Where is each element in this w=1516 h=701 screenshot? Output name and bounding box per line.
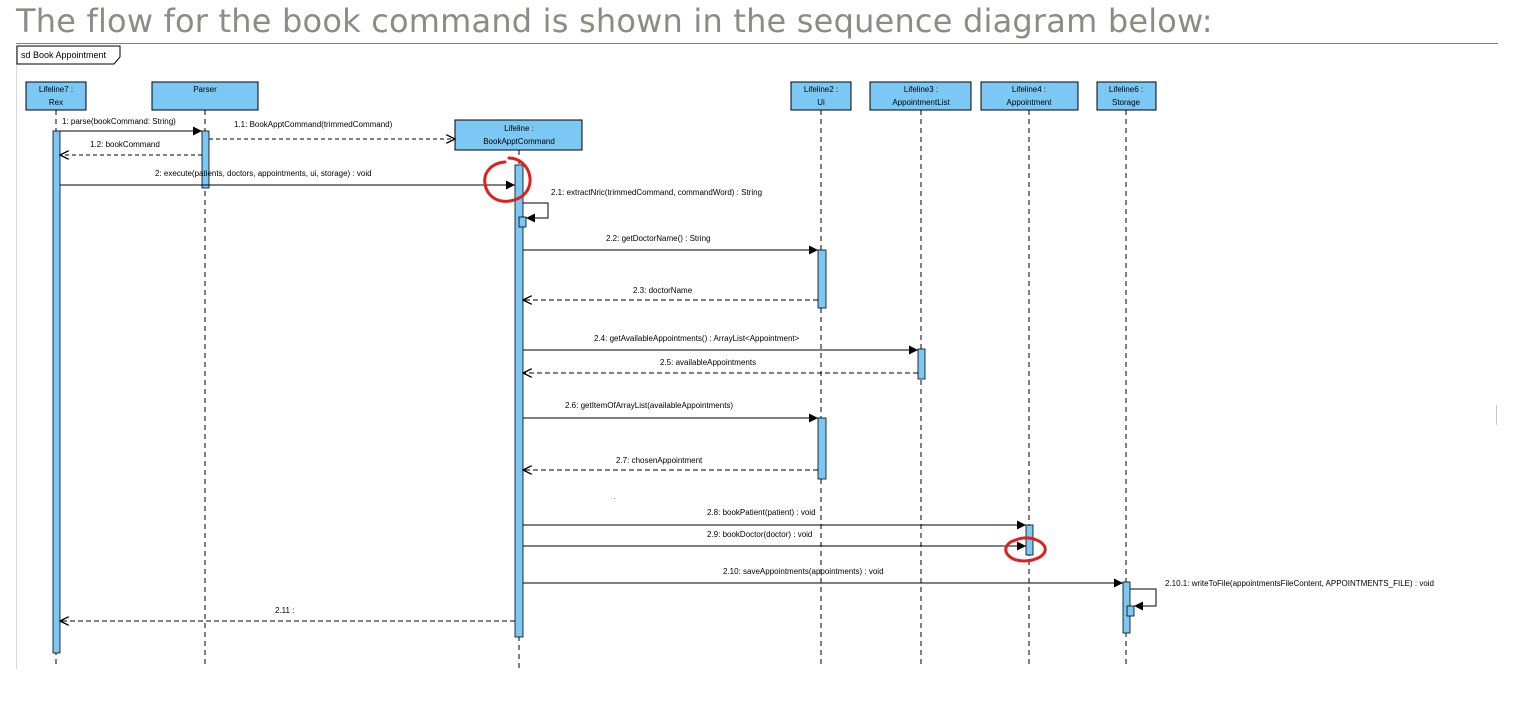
message-label: 2.4: getAvailableAppointments() : ArrayL… [594, 334, 800, 343]
lifeline-box-title: Lifeline3 : [904, 85, 938, 94]
message-2-11: 2.11 : [60, 606, 515, 621]
message-label: 1.1: BookApptCommand(trimmedCommand) [234, 120, 393, 129]
message-label: 2: execute(patients, doctors, appointmen… [155, 169, 372, 178]
lifeline-box-storage: Lifeline6 : Storage [1096, 81, 1157, 111]
lifeline-boxes: Lifeline7 : Rex Parser Lifeline : BookAp… [25, 81, 1157, 151]
message-label: 2.6: getItemOfArrayList(availableAppoint… [565, 401, 733, 410]
message-2-5: 2.5: availableAppointments [523, 358, 918, 373]
lifeline-box-appt: Lifeline4 : Appointment [980, 81, 1079, 111]
message-label: 2.5: availableAppointments [660, 358, 756, 367]
message-1: 1: parse(bookCommand: String) [60, 117, 202, 136]
message-label: 2.2: getDoctorName() : String [606, 234, 710, 243]
activation-bar-storage-self [1126, 605, 1135, 617]
stray-marks [614, 405, 1497, 499]
stray-tick [1496, 405, 1497, 425]
lifeline-box-title: Parser [193, 85, 217, 94]
highlight-circle-execute [483, 156, 532, 203]
activation-bar-cmd-self [518, 216, 527, 228]
lifeline-box-name: Storage [1112, 98, 1141, 107]
page-heading: The flow for the book command is shown i… [16, 2, 1213, 40]
frame-label: sd Book Appointment [21, 50, 107, 60]
message-2-6: 2.6: getItemOfArrayList(availableAppoint… [523, 401, 818, 423]
message-label: 2.11 : [275, 606, 294, 615]
lifeline-box-name: Ui [817, 98, 825, 107]
message-2-10-1: 2.10.1: writeToFile(appointmentsFileCont… [1130, 579, 1434, 611]
activation-bars [52, 130, 1135, 654]
lifeline-box-name: AppointmentList [892, 98, 950, 107]
frame-tab: sd Book Appointment [16, 45, 121, 65]
highlight-annotations [483, 156, 1047, 563]
activation-bar-parser [201, 130, 210, 189]
message-label: 2.1: extractNric(trimmedCommand, command… [551, 188, 762, 197]
message-1-1: 1.1: BookApptCommand(trimmedCommand) [209, 120, 455, 139]
message-2-3: 2.3: doctorName [523, 286, 818, 300]
message-label: 2.3: doctorName [633, 286, 693, 295]
message-label: 2.9: bookDoctor(doctor) : void [707, 530, 812, 539]
lifeline-box-title: Lifeline : [504, 124, 534, 133]
message-2: 2: execute(patients, doctors, appointmen… [60, 169, 515, 190]
message-label: 2.10.1: writeToFile(appointmentsFileCont… [1165, 579, 1434, 588]
message-2-1: 2.1: extractNric(trimmedCommand, command… [523, 188, 762, 223]
lifeline-box-rex: Lifeline7 : Rex [25, 81, 87, 111]
message-label: 2.7: chosenAppointment [616, 456, 703, 465]
message-label: 2.8: bookPatient(patient) : void [707, 508, 816, 517]
lifeline-box-name: Rex [49, 98, 63, 107]
lifeline-box-parser: Parser [151, 81, 259, 111]
message-2-2: 2.2: getDoctorName() : String [523, 234, 818, 255]
highlight-circle-bookdoctor [1004, 536, 1047, 563]
lifeline-box-title: Lifeline6 : [1109, 85, 1143, 94]
message-2-7: 2.7: chosenAppointment [523, 456, 818, 470]
lifeline-box-cmd: Lifeline : BookApptCommand [454, 119, 583, 151]
heading-divider [16, 43, 1498, 44]
activation-bar-list [917, 348, 926, 380]
lifeline-box-name: BookApptCommand [483, 137, 555, 146]
message-2-4: 2.4: getAvailableAppointments() : ArrayL… [523, 334, 918, 355]
message-label: 1.2: bookCommand [90, 140, 160, 149]
message-label: 2.10: saveAppointments(appointments) : v… [723, 567, 884, 576]
activation-bar-ui-2 [817, 417, 827, 480]
message-label: 1: parse(bookCommand: String) [62, 117, 176, 126]
lifeline-box-title: Lifeline2 : [804, 85, 838, 94]
message-2-9: 2.9: bookDoctor(doctor) : void [523, 530, 1026, 551]
lifeline-box-list: Lifeline3 : AppointmentList [869, 81, 972, 111]
message-2-10: 2.10: saveAppointments(appointments) : v… [523, 567, 1123, 588]
activation-bar-cmd [514, 164, 524, 638]
activation-bar-rex [52, 130, 61, 654]
lifeline-box-title: Lifeline4 : [1012, 85, 1046, 94]
activation-bar-ui-1 [817, 249, 827, 309]
left-border-line [16, 47, 17, 669]
stray-dot [614, 498, 615, 499]
message-2-8: 2.8: bookPatient(patient) : void [523, 508, 1026, 530]
lifeline-box-name: Appointment [1007, 98, 1053, 107]
messages: 1: parse(bookCommand: String) 1.1: BookA… [60, 117, 1434, 621]
lifeline-box-title: Lifeline7 : [39, 85, 73, 94]
message-1-2: 1.2: bookCommand [60, 140, 202, 155]
lifeline-box-ui: Lifeline2 : Ui [790, 81, 852, 111]
